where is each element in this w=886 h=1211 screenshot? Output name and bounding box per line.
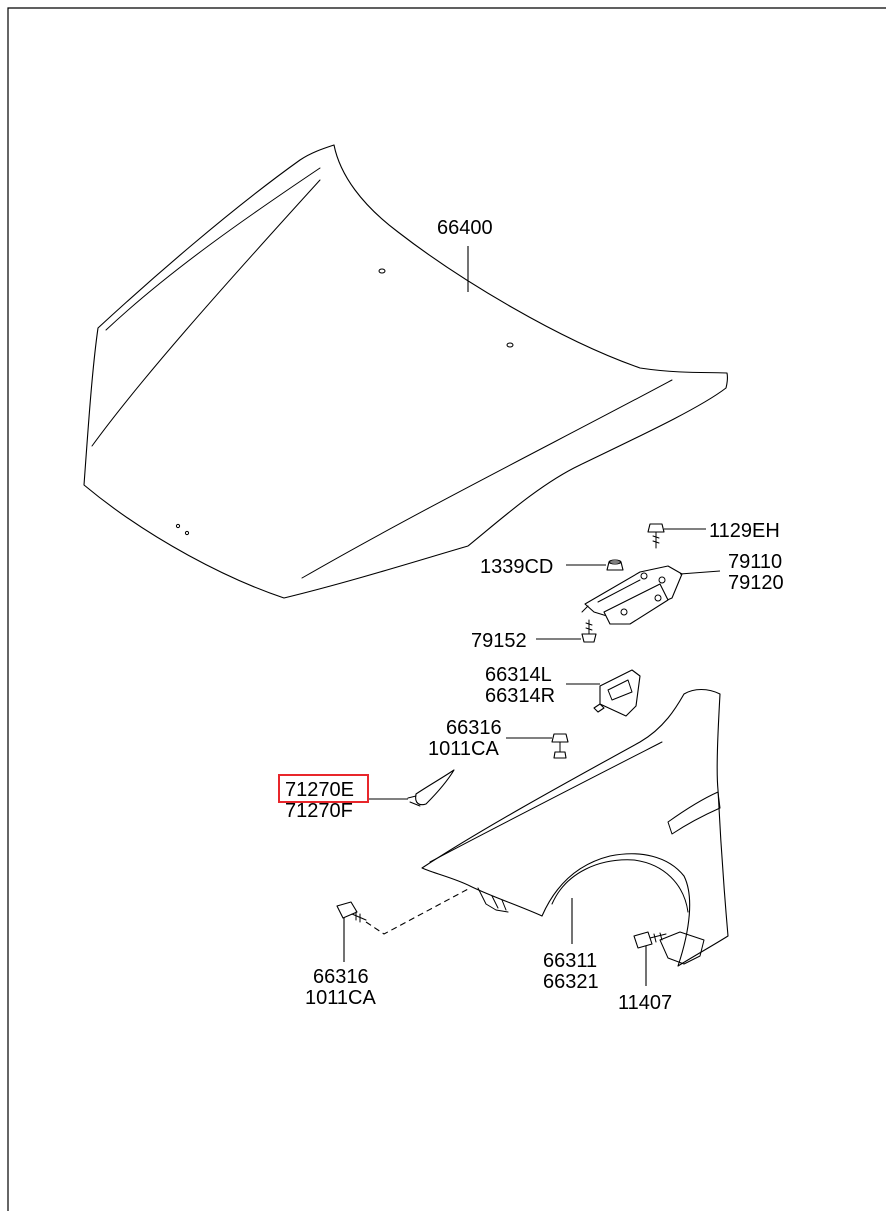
- hood-hinge-part-number: 79110: [728, 551, 782, 573]
- fender-lower-bolt-dashed-line: [365, 887, 471, 935]
- fender-insulator-part-number: 71270F: [285, 800, 353, 822]
- hood-nut-part-number: 1339CD: [480, 556, 553, 578]
- hood-hinge: [581, 565, 683, 625]
- fender-upper-bolt-part-number: 66316: [446, 717, 502, 739]
- hood-panel: [83, 144, 728, 599]
- fender-lower-bolt-part-number: 66316: [313, 966, 369, 988]
- hood-hinge-leader: [679, 570, 721, 575]
- hood-inner-crease: [105, 167, 321, 331]
- hood-hole: [175, 523, 181, 529]
- hood-hole: [506, 342, 514, 348]
- hinge-bolt: [581, 619, 597, 643]
- hood-outline: [83, 144, 728, 599]
- fender-insulator-part-number-highlighted: 71270E: [285, 779, 354, 801]
- fender-front-bolt: [633, 931, 667, 949]
- fender-lower-bolt-part-number: 1011CA: [305, 987, 376, 1009]
- fender-side-marker: [667, 791, 721, 835]
- hood-nut: [606, 559, 624, 571]
- fender-lower-flange: [659, 931, 705, 965]
- hood-hinge-part-number: 79120: [728, 572, 784, 594]
- fender-inner-edge: [477, 887, 509, 913]
- fender-tab: [491, 895, 507, 911]
- fender-panel-part-number: 66311: [543, 950, 597, 972]
- hood-bolt-part-number: 1129EH: [709, 520, 780, 542]
- fender-insulator: [407, 769, 455, 807]
- fender-bracket: [593, 669, 641, 717]
- diagram-frame: [7, 7, 886, 1211]
- hood-hole: [184, 530, 190, 536]
- hood-left-crease: [91, 179, 321, 447]
- fender-wheel-arch-lip: [551, 859, 689, 913]
- fender-upper-bolt: [551, 733, 569, 759]
- fender-bracket-part-number: 66314R: [485, 685, 555, 707]
- fender-upper-bolt-part-number: 1011CA: [428, 738, 499, 760]
- hood-part-number: 66400: [437, 217, 493, 239]
- highlighted-part-number-box: [278, 774, 369, 803]
- hood-front-crease: [301, 379, 673, 579]
- hood-hole: [378, 268, 386, 274]
- fender-crease: [429, 741, 663, 863]
- fender-outline: [421, 688, 729, 967]
- fender-panel: [421, 688, 729, 967]
- fender-front-bolt-part-number: 11407: [618, 992, 672, 1014]
- hinge-bolt-part-number: 79152: [471, 630, 527, 652]
- fender-lower-bolt: [336, 901, 367, 923]
- fender-bracket-part-number: 66314L: [485, 664, 552, 686]
- fender-panel-part-number: 66321: [543, 971, 599, 993]
- hood-bolt: [647, 523, 665, 549]
